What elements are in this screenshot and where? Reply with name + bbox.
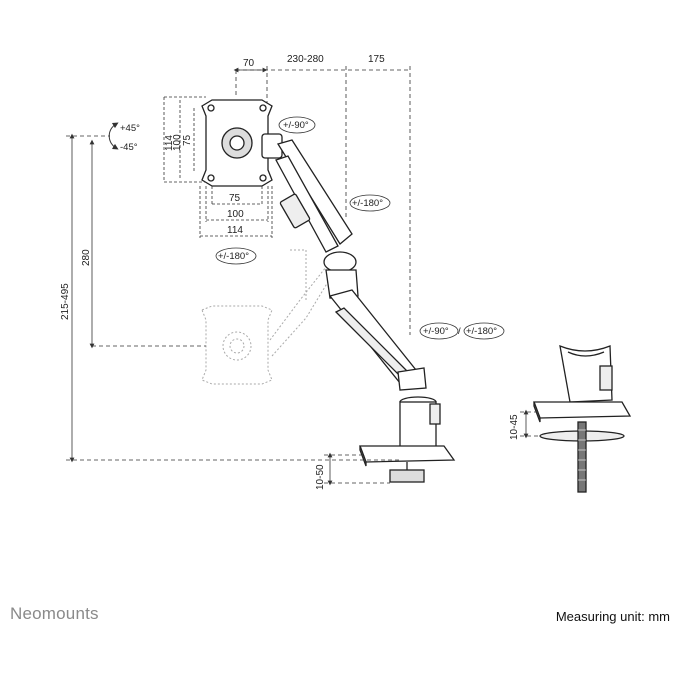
vesa-dimension-lines [163, 96, 273, 238]
swivel-180-head-icon [215, 247, 257, 265]
rotate-90-base-icon [419, 322, 459, 340]
dim-175: 175 [368, 54, 385, 65]
swivel-180-base-label: +/-180° [466, 326, 497, 337]
rotate-90-base-label: +/-90° [423, 326, 449, 337]
swivel-180-head-label: +/-180° [218, 251, 249, 262]
dim-vesa-114-vertical: 114 [164, 135, 175, 151]
swivel-180-base-icon [463, 322, 505, 340]
dim-70: 70 [243, 58, 255, 69]
grommet-dimension-lines [520, 409, 540, 439]
measuring-unit-note: Measuring unit: mm [555, 609, 670, 624]
tilt-down-label: -45° [120, 142, 138, 153]
dim-vesa-75-horizontal: 75 [229, 193, 241, 204]
rotate-90-icon [278, 116, 316, 134]
swivel-180-arm-icon [349, 194, 391, 212]
dim-vesa-75-vertical: 75 [182, 134, 193, 146]
dim-clamp-10-50: 10-50 [315, 464, 326, 490]
brand-logo-text: Neomounts [10, 604, 99, 623]
pole-and-clamp [359, 396, 456, 483]
swivel-180-arm-label: +/-180° [352, 198, 383, 209]
tilt-arrow-icon [108, 122, 119, 150]
dim-230-280: 230-280 [287, 54, 324, 65]
separator-slash: / [458, 326, 461, 337]
lowered-position-ghost [201, 249, 341, 385]
monitor-arm-lower [325, 269, 427, 391]
dim-vesa-100-horizontal: 100 [227, 209, 244, 220]
vesa-plate [201, 99, 273, 187]
dim-grommet-10-45: 10-45 [509, 414, 520, 440]
dim-height-215-495: 215-495 [60, 283, 71, 320]
monitor-arm-upper [261, 133, 357, 273]
tilt-up-label: +45° [120, 123, 140, 134]
grommet-mount-detail [533, 344, 632, 493]
dim-height-280: 280 [81, 249, 92, 266]
dim-vesa-114-horizontal: 114 [227, 225, 243, 236]
dim-vesa-100-vertical: 100 [172, 134, 183, 151]
height-dimension-lines [66, 133, 400, 486]
rotate-90-label: +/-90° [283, 120, 309, 131]
